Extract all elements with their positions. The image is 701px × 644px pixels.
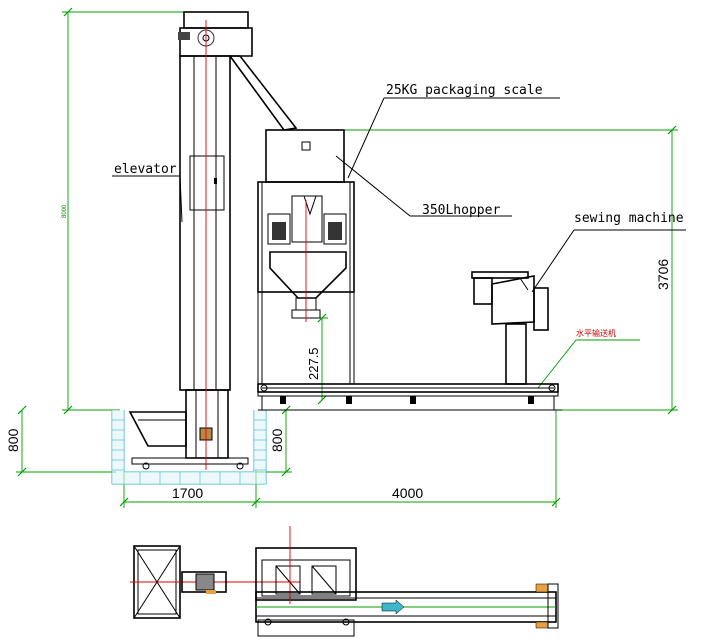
horizontal-conveyor [257, 383, 562, 411]
bucket-elevator [128, 11, 298, 470]
sewing-machine-label: sewing machine [574, 211, 684, 226]
sewing-machine [471, 229, 686, 385]
pit-depth-left-dim: 800 [5, 428, 21, 452]
pit-depth-right-dim: 800 [269, 428, 285, 452]
label-leaders [112, 97, 560, 223]
pit-width-dim: 1700 [172, 485, 203, 501]
elevator-label: elevator [114, 162, 177, 177]
conveyor-label: 水平输送机 [576, 328, 616, 338]
total-height-right-dim: 3706 [655, 259, 671, 290]
elevator-pit [111, 410, 267, 485]
total-height-left-dim: 8000 [62, 204, 68, 218]
hopper-label: 350Lhopper [422, 203, 500, 218]
outlet-height-dim: 227.5 [306, 347, 321, 380]
packaging-scale [257, 129, 512, 384]
plan-view [130, 526, 559, 637]
scale-label: 25KG packaging scale [386, 83, 543, 98]
dimension-lines [16, 7, 678, 508]
line-length-dim: 4000 [392, 485, 423, 501]
